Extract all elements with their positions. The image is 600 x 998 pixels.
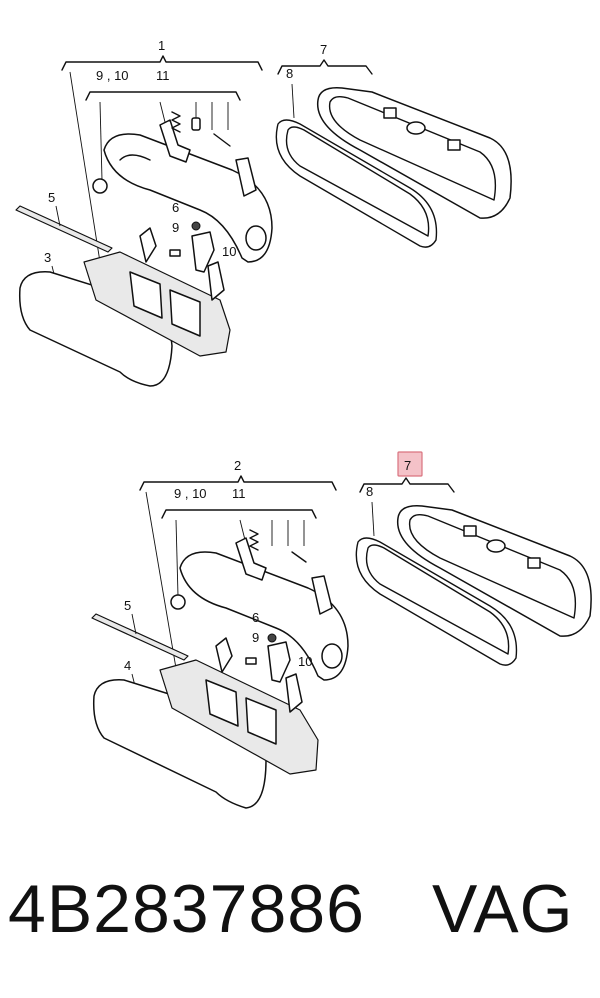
callout-8-bottom: 8 [366,484,373,499]
callout-9-10: 9 , 10 [96,68,129,83]
callout-9-bottom: 9 [252,630,259,645]
callout-11-bottom: 11 [232,486,246,501]
handle-housing-bottom [159,659,319,775]
handle-cover-bottom [92,679,267,809]
highlight-box-7[interactable] [397,451,423,477]
callout-6: 6 [172,200,179,215]
door-handle-lever-bottom [179,551,349,681]
trim-strip [15,205,113,253]
callout-group-2: 2 [234,458,241,473]
callout-group-1: 1 [158,38,165,53]
spring-icon-bottom [249,529,259,551]
seal-gasket-bottom [355,537,518,666]
callout-9-10-bottom: 9 , 10 [174,486,207,501]
callout-4: 4 [124,658,131,673]
part-number: 4B2837886 [8,871,365,947]
callout-5: 5 [48,190,55,205]
callout-11: 11 [156,68,170,83]
seal-gasket [275,119,438,248]
callout-8-top: 8 [286,66,293,81]
callout-7-highlighted: 7 [404,458,411,473]
top-frame-group: 7 8 [275,42,512,248]
callout-7-top: 7 [320,42,327,57]
bottom-assembly: 2 9 , 10 11 5 4 6 9 10 [91,458,349,809]
cap-icon-bottom [170,594,186,610]
callout-5-bottom: 5 [124,598,131,613]
callout-10: 10 [222,244,236,259]
callout-10-bottom: 10 [298,654,312,669]
callout-3: 3 [44,250,51,265]
callout-6-bottom: 6 [252,610,259,625]
bottom-frame-group: 7 8 [355,451,592,666]
door-handle-lever [103,133,273,263]
trim-strip-bottom [91,613,189,661]
top-assembly: 1 9 , 10 11 5 3 [15,38,273,387]
callout-9: 9 [172,220,179,235]
cap-icon [92,178,108,194]
spring-icon [171,111,181,133]
brand-name: VAG [432,871,574,947]
